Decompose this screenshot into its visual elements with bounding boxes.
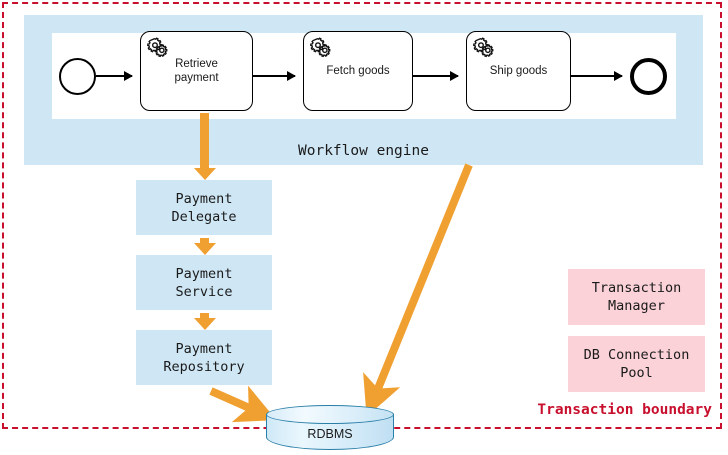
service-task-gear-icon bbox=[472, 36, 494, 58]
box-label: Transaction Manager bbox=[591, 280, 682, 314]
box-payment-repository[interactable]: Payment Repository bbox=[136, 330, 272, 385]
sequence-flow-start-to-retrieve-payment bbox=[96, 71, 133, 81]
task-ship-goods[interactable]: Ship goods bbox=[466, 31, 571, 111]
transaction-boundary-label: Transaction boundary bbox=[537, 402, 712, 418]
sequence-flow-ship-goods-to-end bbox=[571, 71, 623, 81]
arrowhead-icon bbox=[450, 71, 459, 81]
task-label: Fetch goods bbox=[326, 65, 390, 77]
service-task-gear-icon bbox=[309, 36, 331, 58]
task-fetch-goods[interactable]: Fetch goods bbox=[303, 31, 413, 111]
sequence-flow-fetch-goods-to-ship-goods bbox=[413, 71, 459, 81]
box-transaction-manager[interactable]: Transaction Manager bbox=[568, 269, 705, 325]
box-label: Payment Repository bbox=[163, 340, 245, 375]
arrowhead-icon bbox=[193, 243, 216, 255]
box-label: Payment Delegate bbox=[171, 190, 237, 225]
workflow-engine-label: Workflow engine bbox=[298, 143, 429, 159]
box-payment-service[interactable]: Payment Service bbox=[136, 255, 272, 310]
arrowhead-icon bbox=[193, 168, 216, 180]
task-retrieve-payment[interactable]: Retrieve payment bbox=[140, 31, 253, 111]
arrow-engine-to-payment-delegate bbox=[193, 113, 216, 180]
arrowhead-icon bbox=[287, 71, 296, 81]
datastore-label: RDBMS bbox=[307, 427, 353, 441]
task-label: Ship goods bbox=[489, 65, 548, 77]
service-task-gear-icon bbox=[146, 36, 168, 58]
end-event[interactable] bbox=[630, 58, 667, 95]
arrowhead-icon bbox=[614, 71, 623, 81]
datastore-rdbms[interactable]: RDBMS bbox=[266, 405, 394, 452]
arrow-payment-service-to-payment-repository bbox=[193, 313, 216, 330]
cylinder-top-ellipse bbox=[266, 405, 394, 424]
box-label: DB Connection Pool bbox=[583, 347, 690, 381]
box-db-connection-pool[interactable]: DB Connection Pool bbox=[568, 336, 705, 392]
arrowhead-icon bbox=[193, 318, 216, 330]
sequence-flow-retrieve-payment-to-fetch-goods bbox=[253, 71, 296, 81]
start-event[interactable] bbox=[59, 58, 96, 95]
box-payment-delegate[interactable]: Payment Delegate bbox=[136, 180, 272, 235]
task-label: Retrieve payment bbox=[174, 58, 219, 84]
arrow-payment-delegate-to-payment-service bbox=[193, 238, 216, 255]
box-label: Payment Service bbox=[175, 265, 233, 300]
arrowhead-icon bbox=[124, 71, 133, 81]
